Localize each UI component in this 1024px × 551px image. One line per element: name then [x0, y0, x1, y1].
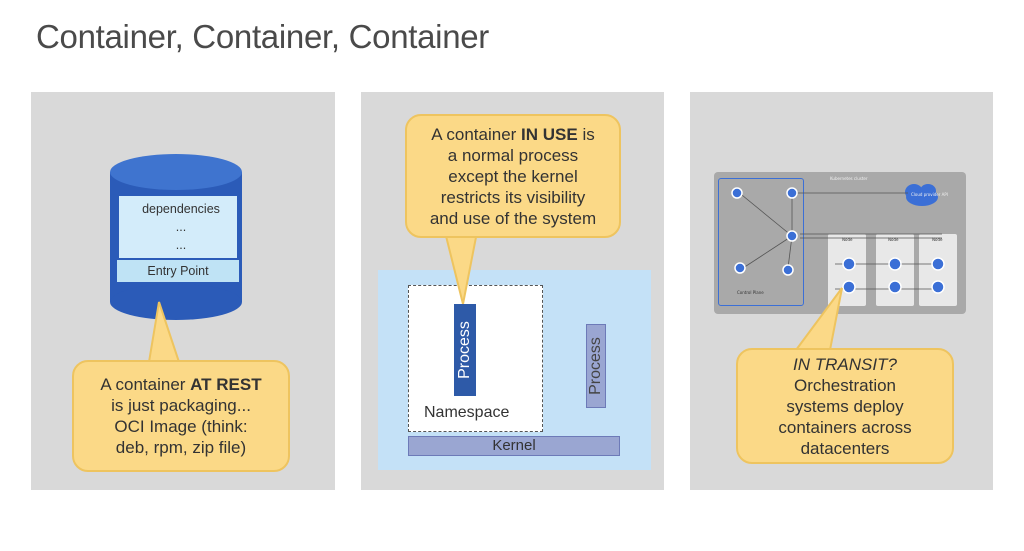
namespace-label: Namespace [424, 404, 510, 421]
callout-in-use-line5: and use of the system [429, 208, 597, 228]
callout-in-use: A container IN USE is a normal process e… [405, 114, 621, 238]
callout-in-use-line2: a normal process [447, 145, 579, 165]
callout-in-transit-line2: Orchestration [793, 375, 897, 395]
node-label-3: Node [932, 237, 943, 242]
callout-in-use-line4: restricts its visibility [440, 187, 586, 207]
control-plane-box [718, 178, 804, 306]
panel-in-use: A container IN USE is a normal process e… [361, 92, 664, 490]
callout-in-transit-line5: datacenters [800, 438, 890, 458]
layer-ellipsis-1: ... [175, 220, 187, 234]
callout-in-use-line1-post: is [577, 124, 595, 144]
kubernetes-icons [731, 187, 945, 294]
callout-in-transit-line3: systems deploy [786, 396, 904, 416]
layer-dependencies: dependencies [142, 202, 220, 216]
node-label-1: Node [842, 237, 853, 242]
callout-at-rest-line1: A container [100, 375, 191, 394]
process-outside: Process [586, 324, 606, 408]
panel-at-rest: dependencies ... ... Entry Point A conta… [31, 92, 335, 490]
callout-in-transit: IN TRANSIT? Orchestration systems deploy… [736, 348, 954, 464]
cluster-graphics [731, 184, 945, 351]
callout-in-use-bold: IN USE [521, 124, 578, 144]
entry-point-layer: Entry Point [117, 260, 239, 282]
callout-in-transit-line4: containers across [778, 417, 912, 437]
kernel-bar: Kernel [408, 436, 620, 456]
node-label-2: Node [888, 237, 899, 242]
cloud-label: Cloud provider API [911, 192, 948, 197]
cluster-label: Kubernetes cluster [830, 176, 868, 181]
callout-at-rest-line3: OCI Image (think: [114, 417, 248, 436]
callout-in-use-line3: except the kernel [448, 166, 578, 186]
callout-at-rest-line4: deb, rpm, zip file) [115, 438, 247, 457]
process-in-namespace: Process [454, 304, 476, 396]
callout-in-use-line1: A container [431, 124, 522, 144]
cloud-icon [905, 184, 938, 206]
callout-at-rest: A container AT REST is just packaging...… [72, 360, 290, 472]
callout-in-transit-line1: IN TRANSIT? [793, 354, 897, 374]
panel-in-transit: Kubernetes cluster Control Plane Node No… [690, 92, 993, 490]
page-title: Container, Container, Container [36, 18, 489, 55]
layer-ellipsis-2: ... [175, 238, 187, 252]
callout-at-rest-bold: AT REST [190, 375, 262, 394]
cluster-connections [736, 190, 942, 290]
callout-at-rest-line2: is just packaging... [111, 396, 251, 415]
control-plane-label: Control Plane [737, 290, 764, 295]
